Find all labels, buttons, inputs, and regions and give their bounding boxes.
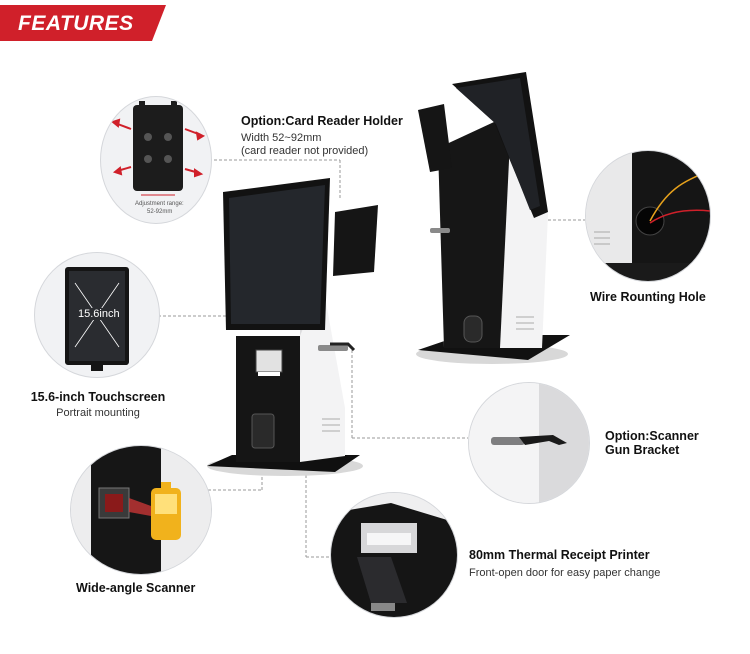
gun-bracket-title-1: Option:Scanner: [605, 429, 699, 443]
card-reader-title: Option:Card Reader Holder: [241, 114, 403, 128]
scanner-title: Wide-angle Scanner: [76, 581, 196, 595]
gun-bracket-title-2: Gun Bracket: [605, 443, 680, 457]
touchscreen-image: 15.6inch: [34, 252, 160, 378]
gun-bracket-callout: Option:Scanner Gun Bracket: [605, 429, 699, 457]
card-reader-callout: Option:Card Reader Holder Width 52~92mm …: [241, 114, 403, 158]
screen-size-label: 15.6inch: [76, 308, 122, 320]
banner-title: FEATURES: [18, 12, 134, 35]
touchscreen-callout: 15.6-inch Touchscreen Portrait mounting: [28, 390, 168, 420]
gun-bracket-image: [468, 382, 590, 504]
adjustment-label: Adjustment range:: [135, 201, 184, 207]
wire-hole-callout: Wire Rounting Hole: [590, 290, 706, 304]
wire-hole-image: [585, 150, 711, 282]
scanner-image: [70, 445, 212, 575]
printer-image: [330, 492, 458, 618]
card-reader-width: Width 52~92mm: [241, 132, 322, 144]
banner-shape: [0, 5, 166, 41]
touchscreen-title: 15.6-inch Touchscreen: [30, 390, 166, 404]
adjustment-value: 52-92mm: [147, 209, 173, 215]
printer-desc: Front-open door for easy paper change: [469, 567, 661, 579]
card-reader-note: (card reader not provided): [241, 145, 369, 157]
printer-callout: 80mm Thermal Receipt Printer Front-open …: [469, 548, 660, 580]
card-reader-holder-image: Adjustment range: 52-92mm: [100, 96, 212, 224]
touchscreen-desc: Portrait mounting: [56, 407, 140, 419]
scanner-callout: Wide-angle Scanner: [76, 581, 195, 595]
wire-hole-title: Wire Rounting Hole: [590, 290, 706, 304]
printer-title: 80mm Thermal Receipt Printer: [469, 548, 650, 562]
features-banner: FEATURES: [0, 5, 166, 41]
